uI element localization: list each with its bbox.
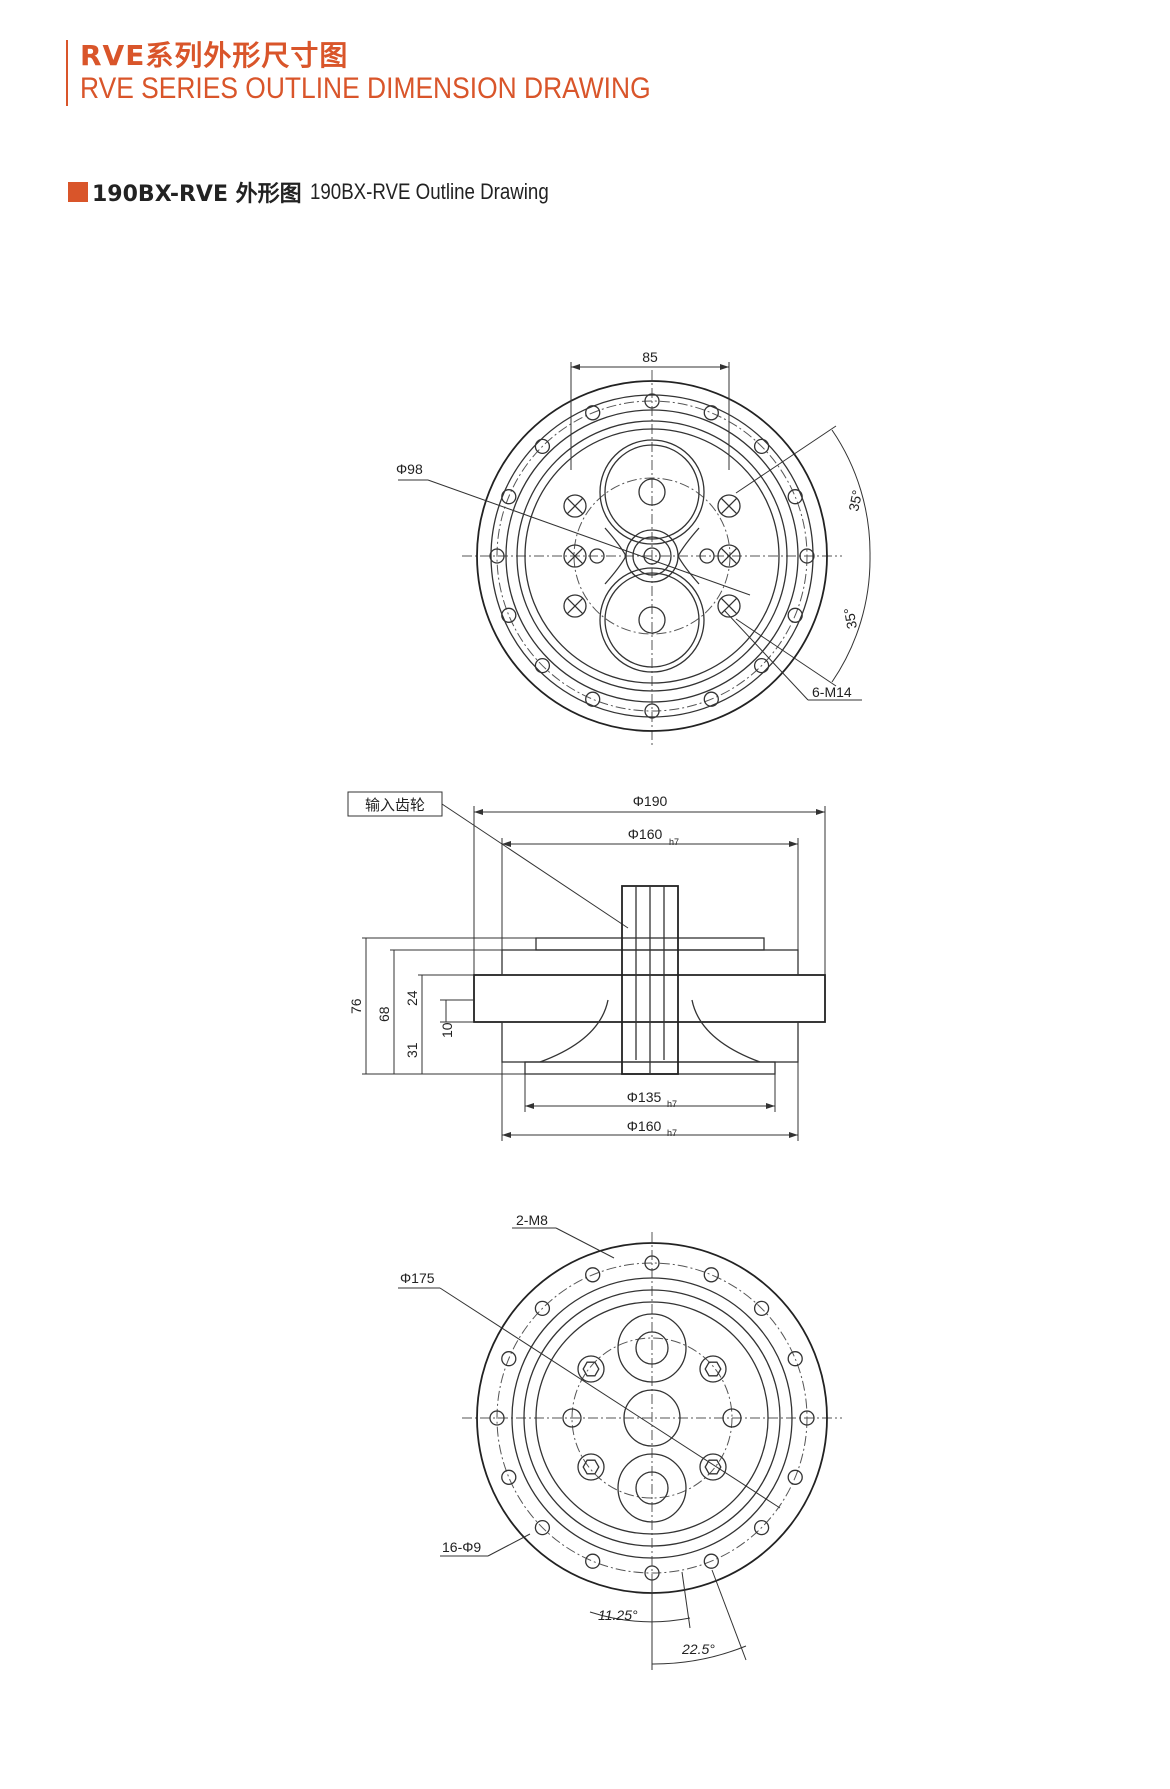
mounting-hole-icon (644, 393, 660, 409)
mounting-hole-icon (501, 607, 517, 623)
pin-hole-icon (562, 1408, 582, 1428)
dim-76-label: 76 (348, 998, 364, 1014)
socket-screw-icon (699, 1355, 727, 1383)
tapped-hole-icon (717, 494, 741, 518)
dim-pcd98-label: Φ98 (396, 461, 423, 477)
tapped-hole-icon (563, 544, 587, 568)
socket-screw-icon (577, 1355, 605, 1383)
mounting-hole-icon (787, 489, 803, 505)
mounting-hole-icon (644, 703, 660, 719)
mounting-hole-icon (799, 548, 815, 564)
dim-160-bottom-label: Φ160 (627, 1118, 662, 1134)
fit-h7-top: h7 (669, 837, 679, 847)
hex-socket-icon (582, 1361, 600, 1377)
mounting-hole-icon (489, 548, 505, 564)
mounting-hole-icon (501, 1469, 517, 1485)
mounting-hole-icon (753, 657, 770, 674)
mounting-hole-icon (585, 405, 601, 421)
mounting-hole-icon (501, 1351, 517, 1367)
mounting-hole-icon (644, 1255, 660, 1271)
mounting-hole-icon (753, 1300, 770, 1317)
angle-35-a: 35° (845, 489, 865, 513)
mounting-hole-icon (534, 438, 551, 455)
section-heading: 190BX-RVE 外形图 190BX-RVE Outline Drawing (68, 176, 591, 208)
mounting-hole-icon (534, 1300, 551, 1317)
tapped-hole-cross (566, 497, 584, 515)
dim-pcd175-label: Φ175 (400, 1270, 435, 1286)
dim-68-label: 68 (376, 1006, 392, 1022)
section-title: 190BX-RVE 外形图 (92, 182, 302, 207)
thread-2m8-label: 2-M8 (516, 1212, 548, 1228)
dim-85-label: 85 (642, 349, 658, 365)
socket-screw-icon (577, 1453, 605, 1481)
page-header: RVE系列外形尺寸图 RVE SERIES OUTLINE DIMENSION … (66, 40, 728, 106)
dim-31-label: 31 (404, 1042, 420, 1058)
mounting-hole-icon (703, 691, 719, 707)
socket-screw-icon (699, 1453, 727, 1481)
angle-11-25-label: 11.25° (598, 1607, 638, 1623)
tapped-hole-cross (566, 597, 584, 615)
mounting-hole-icon (585, 1267, 601, 1283)
dim-135-label: Φ135 (627, 1089, 662, 1105)
mounting-hole-icon (787, 1351, 803, 1367)
mounting-hole-icon (787, 1469, 803, 1485)
tapped-hole-cross (720, 597, 738, 615)
mounting-hole-icon (799, 1410, 815, 1426)
dim-10-label: 10 (439, 1022, 455, 1038)
mounting-hole-icon (585, 1553, 601, 1569)
mounting-hole-icon (501, 489, 517, 505)
mounting-hole-icon (753, 438, 770, 455)
dim-160-top-label: Φ160 (628, 826, 663, 842)
input-gear-callout: 输入齿轮 (365, 797, 425, 814)
fit-h7-bottom-a: h7 (667, 1099, 677, 1109)
dim-24-label: 24 (404, 990, 420, 1006)
mounting-hole-icon (703, 1267, 719, 1283)
pin-hole-icon (589, 548, 605, 564)
angle-22-5-label: 22.5° (681, 1641, 715, 1657)
tapped-hole-icon (717, 544, 741, 568)
mounting-hole-icon (534, 1519, 551, 1536)
dim-190-label: Φ190 (633, 793, 668, 809)
holes-16-label: 16-Φ9 (442, 1539, 481, 1555)
page-title-en: RVE SERIES OUTLINE DIMENSION DRAWING (80, 72, 651, 105)
tapped-hole-cross (720, 547, 738, 565)
tapped-hole-icon (563, 494, 587, 518)
hex-socket-icon (582, 1459, 600, 1475)
mounting-hole-icon (703, 405, 719, 421)
tapped-hole-icon (717, 594, 741, 618)
rear-view: 2-M8 Φ175 16-Φ9 11.25° 22.5° (398, 1212, 842, 1670)
tapped-hole-icon (563, 594, 587, 618)
tapped-hole-cross (566, 547, 584, 565)
mounting-hole-icon (787, 607, 803, 623)
side-view: 输入齿轮 Φ190 Φ160 h7 Φ135 h7 (347, 791, 826, 1141)
mounting-hole-icon (534, 657, 551, 674)
fit-h7-bottom-b: h7 (667, 1128, 677, 1138)
section-marker-icon (68, 182, 88, 202)
pin-hole-icon (722, 1408, 742, 1428)
hex-socket-icon (704, 1361, 722, 1377)
page-title-cn: RVE系列外形尺寸图 (80, 39, 349, 72)
angle-35-b: 35° (841, 607, 860, 631)
tapped-hole-cross (720, 497, 738, 515)
mounting-hole-icon (753, 1519, 770, 1536)
mounting-hole-icon (489, 1410, 505, 1426)
thread-6m14-label: 6-M14 (812, 684, 852, 700)
pin-hole-icon (699, 548, 715, 564)
mounting-hole-icon (585, 691, 601, 707)
front-view: 85 Φ98 35° 35° 6-M14 (396, 349, 871, 745)
hex-socket-icon (704, 1459, 722, 1475)
mounting-hole-icon (703, 1553, 719, 1569)
section-subtitle: 190BX-RVE Outline Drawing (309, 179, 549, 204)
